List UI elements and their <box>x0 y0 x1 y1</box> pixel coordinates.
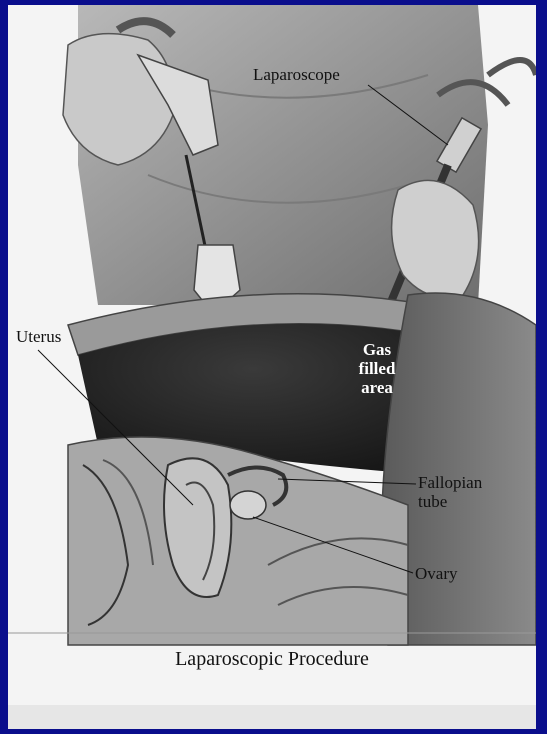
uterus-label: Uterus <box>16 327 61 346</box>
ovary-label: Ovary <box>415 564 457 583</box>
laparoscopy-illustration <box>8 5 536 729</box>
illustration-plate: Laparoscope Uterus Gas filled area Fallo… <box>8 5 536 729</box>
gas-filled-area-label: Gas filled area <box>342 340 412 397</box>
figure-caption: Laparoscopic Procedure <box>8 648 536 671</box>
laparoscope-label: Laparoscope <box>253 65 340 84</box>
fallopian-tube-label: Fallopian tube <box>418 473 482 511</box>
ovary-shape <box>230 491 266 519</box>
